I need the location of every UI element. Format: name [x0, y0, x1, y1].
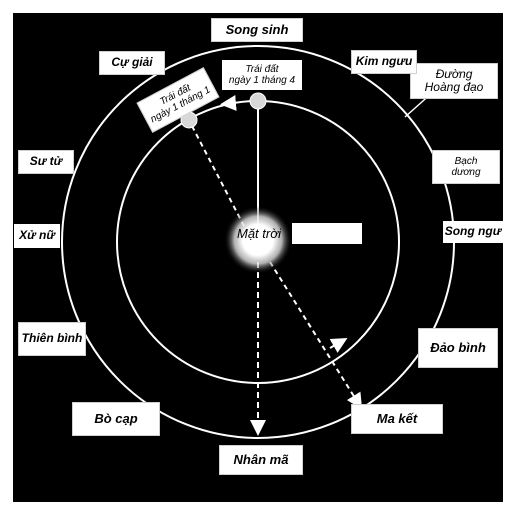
constellation-taurus: Kim ngưu [351, 50, 417, 74]
constellation-sagittarius: Nhân mã [219, 445, 303, 475]
constellation-cancer: Cự giải [99, 51, 165, 75]
constellation-gemini: Song sinh [211, 18, 303, 42]
earth-apr1-label: Trái đất ngày 1 tháng 4 [222, 60, 302, 90]
constellation-libra: Thiên bình [18, 322, 86, 356]
constellation-aquarius: Đảo bình [418, 328, 498, 368]
ecliptic-label: Đường Hoàng đạo [410, 63, 498, 99]
sightline-jan1 [192, 126, 244, 226]
constellation-capricorn: Ma kết [351, 404, 443, 434]
orbit-arrow-right [330, 340, 344, 348]
sightline-capricorn [270, 262, 360, 406]
sun-side-box [292, 223, 362, 244]
constellation-leo: Sư tử [18, 150, 74, 174]
orbit-arrow-top [224, 103, 236, 104]
constellation-aries: Bạch dương [432, 150, 500, 184]
constellation-scorpio: Bò cạp [72, 402, 160, 436]
constellation-pisces: Song ngư [443, 221, 503, 243]
earth-apr1 [250, 93, 266, 109]
sun-label: Mặt trời [214, 227, 304, 241]
constellation-virgo: Xử nữ [14, 224, 60, 248]
